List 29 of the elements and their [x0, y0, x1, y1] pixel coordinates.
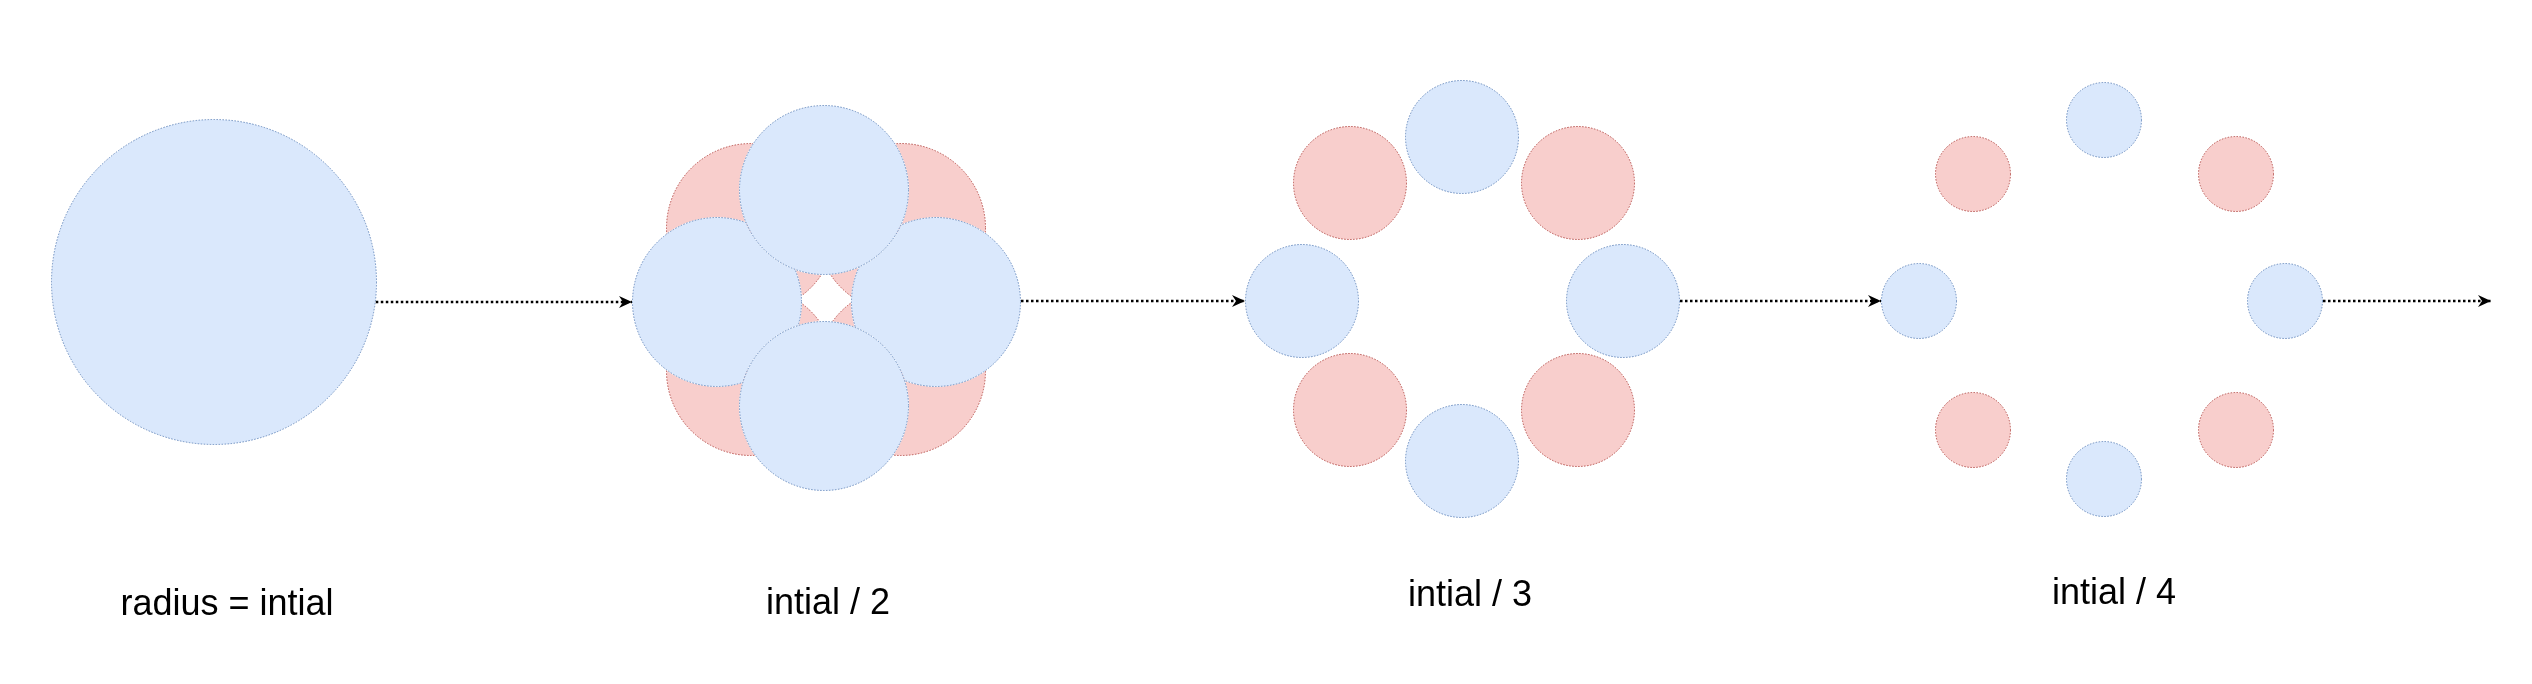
circle — [1521, 126, 1635, 240]
circle — [739, 321, 909, 491]
circle — [632, 217, 802, 387]
circle — [1566, 244, 1680, 358]
circle — [1405, 404, 1519, 518]
circle — [739, 105, 909, 275]
circle — [2198, 136, 2274, 212]
circle — [2066, 441, 2142, 517]
caption: intial / 3 — [1407, 576, 1533, 612]
circle — [1521, 353, 1635, 467]
caption: intial / 4 — [2051, 574, 2177, 610]
circle — [851, 217, 1021, 387]
arrow — [375, 296, 632, 308]
circle — [1245, 244, 1359, 358]
circle — [1935, 136, 2011, 212]
circle — [2247, 263, 2323, 339]
circle — [1293, 126, 1407, 240]
circle — [1881, 263, 1957, 339]
arrow — [2323, 295, 2491, 307]
caption: radius = intial — [120, 585, 334, 621]
circle — [1293, 353, 1407, 467]
arrow — [1021, 295, 1245, 307]
arrow — [1680, 295, 1881, 307]
circle — [2066, 82, 2142, 158]
circle — [2198, 392, 2274, 468]
circle — [1405, 80, 1519, 194]
circle — [1935, 392, 2011, 468]
caption: intial / 2 — [765, 584, 891, 620]
circle — [51, 119, 377, 445]
